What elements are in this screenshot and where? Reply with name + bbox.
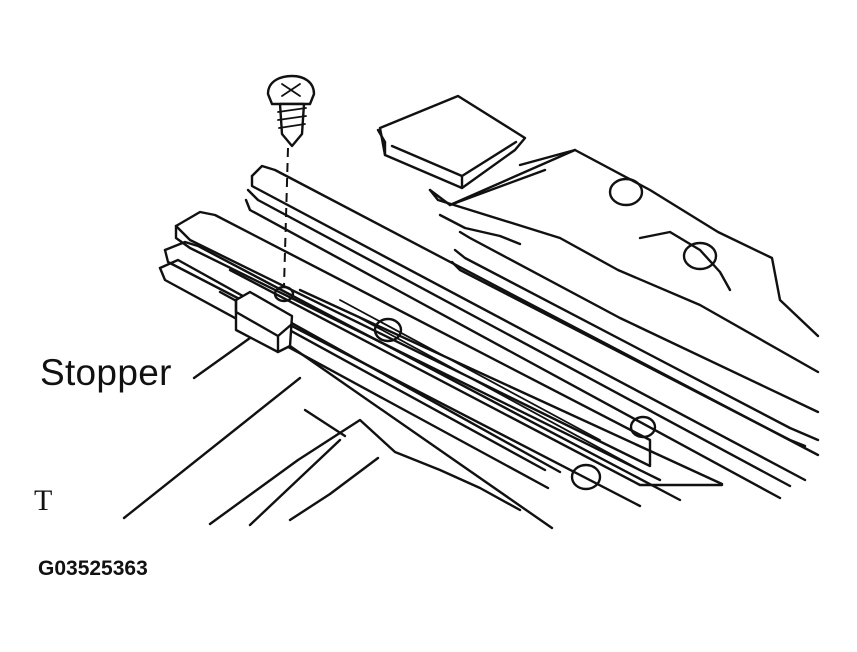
screw-guide-line (283, 147, 289, 287)
stopper-callout-label: Stopper (40, 352, 172, 393)
base-bracket (376, 94, 820, 448)
screw-icon (266, 74, 316, 148)
corner-leader-line (122, 376, 302, 520)
rail-stack (158, 164, 820, 527)
stopper-leader-line (192, 336, 252, 380)
figure-code: G03525363 (38, 557, 148, 580)
corner-mark: T (34, 484, 53, 517)
screw-hole (273, 285, 295, 303)
